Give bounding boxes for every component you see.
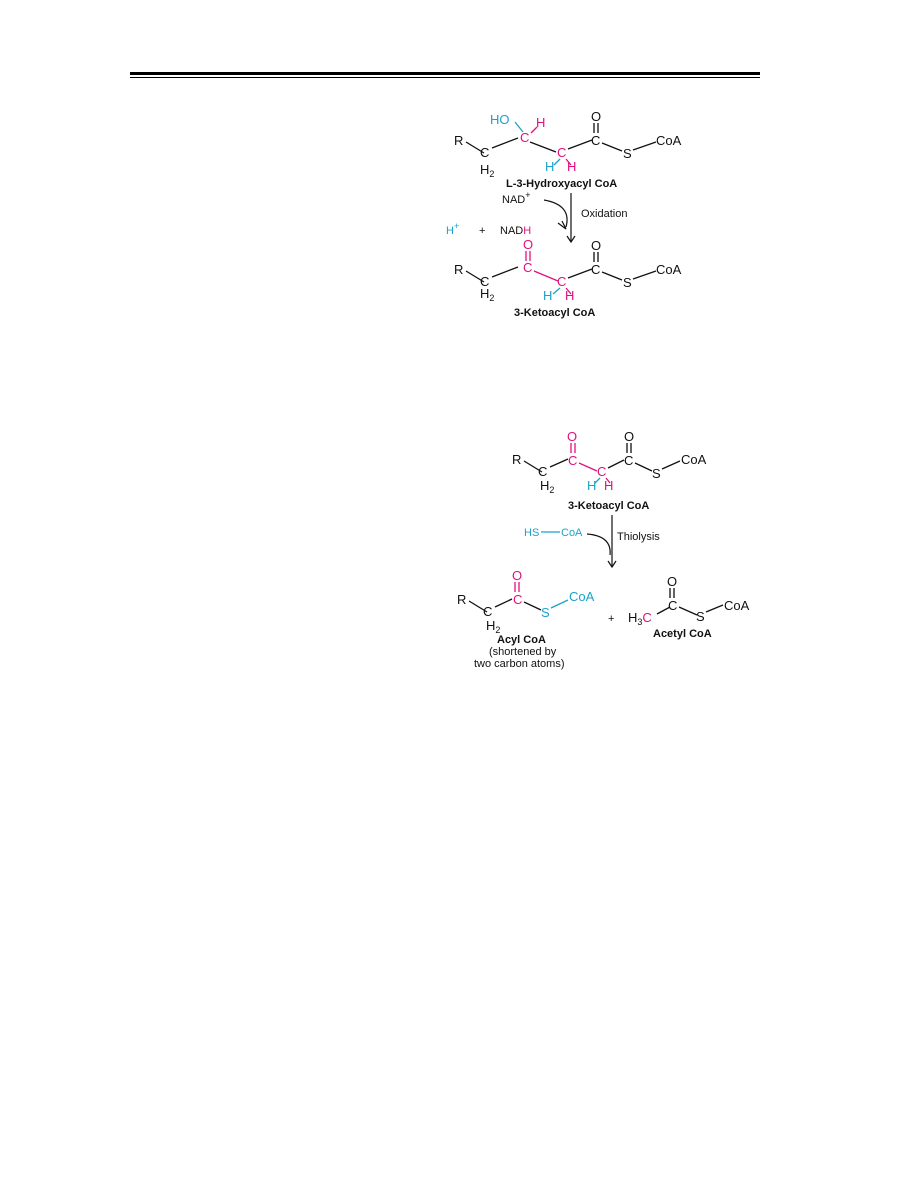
thiolysis-arrow: [586, 515, 617, 569]
carbonyl-oxygen: O: [591, 109, 601, 124]
acetyl-sulfur: S: [696, 609, 705, 624]
header-rule-thin: [130, 77, 760, 78]
acyl-coa-name: Acyl CoA: [497, 634, 546, 646]
coenzyme-a-thiol: HS: [524, 527, 539, 539]
ketoacyl-coa-structure: R C H2 C O C H H C O S CoA 3-Ketoacyl Co…: [454, 237, 682, 319]
alpha-methylene: C: [480, 274, 489, 289]
oxidation-arrow: [543, 193, 576, 244]
coenzyme-a-thiol-coa: CoA: [561, 527, 583, 539]
beta-hydrogen: H: [536, 115, 545, 130]
acyl-oxygen: O: [512, 568, 522, 583]
acetyl-coa-label: CoA: [724, 598, 750, 613]
step-oxidation-label: Oxidation: [581, 208, 627, 220]
hydroxyl-group: HO: [490, 112, 510, 127]
acyl-sulfur: S: [541, 605, 550, 620]
acetyl-coa-name: Acetyl CoA: [653, 628, 712, 640]
methyl-group: H3C: [628, 610, 652, 627]
ch2-h: H2: [486, 618, 500, 635]
r-group: R: [454, 262, 463, 277]
alpha-hydrogen-1: H: [543, 288, 552, 303]
acyl-coa-note-2: two carbon atoms): [474, 658, 564, 670]
thioester-sulfur: S: [623, 146, 632, 161]
r-group: R: [454, 133, 463, 148]
alpha-hydrogen-1: H: [545, 159, 554, 174]
hydroxyacyl-coa-structure: R C H2 HO C H C H H C O S CoA L-3-Hydrox…: [454, 109, 682, 190]
oxidation-scheme: R C H2 HO C H C H H C O S CoA L-3-Hydrox…: [446, 109, 682, 319]
acyl-carbon: C: [513, 592, 522, 607]
acyl-coa-structure: R C H2 C O S CoA Acyl CoA (shortened by …: [457, 568, 595, 670]
plus-sign: +: [479, 225, 485, 237]
carbonyl-carbon: C: [591, 133, 600, 148]
acetyl-coa-structure: H3C C O S CoA Acetyl CoA: [628, 574, 750, 640]
plus-sign: +: [608, 613, 614, 625]
keto-oxygen: O: [523, 237, 533, 252]
alpha-carbon: C: [557, 274, 566, 289]
carbonyl-carbon: C: [591, 262, 600, 277]
keto-carbon: C: [568, 453, 577, 468]
thioester-sulfur: S: [623, 275, 632, 290]
acetyl-carbon: C: [668, 598, 677, 613]
carbonyl-oxygen: O: [591, 238, 601, 253]
ketoacyl-coa-name: 3-Ketoacyl CoA: [514, 307, 595, 319]
alpha-hydrogen-2: H: [565, 288, 574, 303]
alpha-methylene: C: [483, 604, 492, 619]
acyl-coa-label: CoA: [569, 589, 595, 604]
alpha-methylene: C: [480, 145, 489, 160]
r-group: R: [512, 452, 521, 467]
alpha-hydrogen-2: H: [567, 159, 576, 174]
hydroxyacyl-coa-name: L-3-Hydroxyacyl CoA: [506, 178, 617, 190]
keto-carbon: C: [523, 260, 532, 275]
alpha-carbon: C: [597, 464, 606, 479]
thiolysis-scheme: R C H2 C O C H H C O S CoA 3-Ketoacyl Co…: [457, 429, 750, 670]
nad-plus: NAD+: [502, 190, 531, 206]
acetyl-oxygen: O: [667, 574, 677, 589]
coa-label: CoA: [681, 452, 707, 467]
alpha-hydrogen-1: H: [587, 478, 596, 493]
alpha-hydrogen-2: H: [604, 478, 613, 493]
alpha-carbon: C: [557, 145, 566, 160]
alpha-methylene: C: [538, 464, 547, 479]
acyl-coa-note-1: (shortened by: [489, 646, 557, 658]
beta-carbon: C: [520, 130, 529, 145]
carbonyl-carbon: C: [624, 453, 633, 468]
coa-label: CoA: [656, 133, 682, 148]
keto-oxygen: O: [567, 429, 577, 444]
step-thiolysis-label: Thiolysis: [617, 531, 660, 543]
ketoacyl-coa-name: 3-Ketoacyl CoA: [568, 500, 649, 512]
carbonyl-oxygen: O: [624, 429, 634, 444]
thioester-sulfur: S: [652, 466, 661, 481]
ch2-h: H2: [480, 162, 494, 179]
nadh: NADH: [500, 225, 531, 237]
ch2-h: H2: [540, 478, 554, 495]
coa-label: CoA: [656, 262, 682, 277]
r-group: R: [457, 592, 466, 607]
ch2-h: H2: [480, 286, 494, 303]
header-rule-thick: [130, 72, 760, 75]
ketoacyl-coa-structure: R C H2 C O C H H C O S CoA 3-Ketoacyl Co…: [512, 429, 707, 512]
proton: H+: [446, 221, 459, 237]
